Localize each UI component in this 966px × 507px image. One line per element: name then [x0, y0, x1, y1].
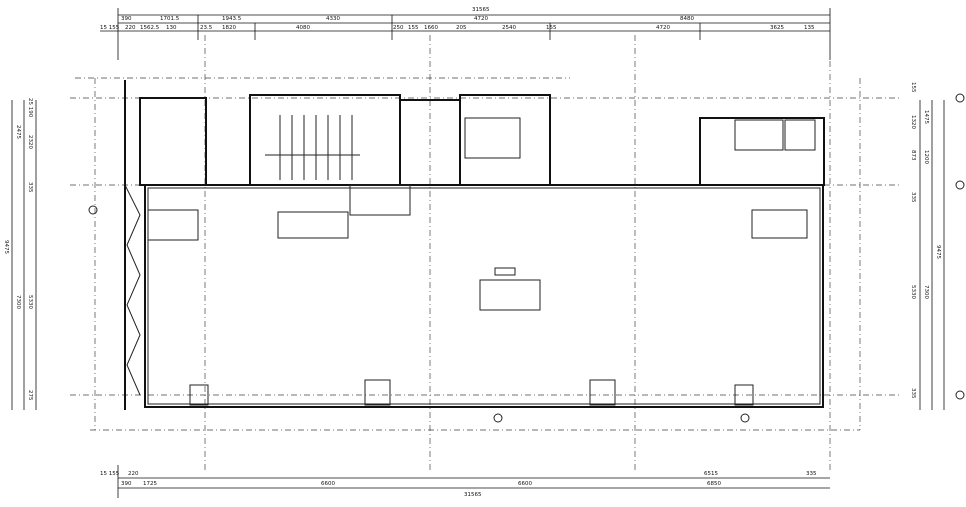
dim: 390 [121, 16, 132, 22]
dim: 4720 [474, 16, 488, 22]
dim: 23.5 [200, 25, 213, 31]
dim: 205 [456, 25, 467, 31]
grid-bubble [955, 93, 965, 103]
dim: 335 [910, 192, 916, 203]
dim: 2475 [15, 125, 21, 139]
dim: 390 [121, 481, 132, 487]
left-dimensions: 9475 2475 7300 25 190 2320 335 5330 275 [3, 98, 37, 410]
dim: 6515 [704, 471, 718, 477]
dim: 2540 [502, 25, 516, 31]
dim: 9475 [3, 240, 9, 254]
dim: 130 [166, 25, 177, 31]
dim-overall-bottom: 31565 [464, 492, 482, 498]
stair [265, 115, 360, 180]
dim: 1200 [923, 150, 929, 164]
dim: 335 [910, 388, 916, 399]
grid-bubble [955, 390, 965, 400]
walls [124, 80, 825, 410]
dim: 6600 [321, 481, 335, 487]
dim: 15 155 [100, 25, 120, 31]
dim-overall-top: 31565 [472, 7, 490, 13]
grid-bubble [493, 413, 503, 423]
dim: 1475 [923, 110, 929, 124]
bottom-dimensions: 15 155 220 6515 335 390 1725 6600 6600 6… [100, 465, 830, 498]
dim: 873 [910, 150, 916, 161]
dim: 1943.5 [222, 16, 242, 22]
schedule-tables [147, 209, 808, 311]
dim: 250 [393, 25, 404, 31]
dim: 8480 [680, 16, 694, 22]
dim: 9475 [935, 245, 941, 259]
dim: 4080 [296, 25, 310, 31]
dim: 335 [806, 471, 817, 477]
dim: 155 [546, 25, 557, 31]
dim: 4330 [326, 16, 340, 22]
grid-bubble [88, 205, 98, 215]
dim: 220 [125, 25, 136, 31]
dim: 7300 [15, 295, 21, 309]
dim: 6850 [707, 481, 721, 487]
dim: 135 [804, 25, 815, 31]
dim: 15 155 [100, 471, 120, 477]
dim: 1660 [424, 25, 438, 31]
grid-bubble [740, 413, 750, 423]
dim: 7300 [923, 285, 929, 299]
dim: 5330 [910, 285, 916, 299]
dim: 1820 [222, 25, 236, 31]
dim: 4720 [656, 25, 670, 31]
dim: 335 [27, 182, 33, 193]
dim: 5330 [27, 295, 33, 309]
dim: 1725 [143, 481, 157, 487]
dim: 1562.5 [140, 25, 160, 31]
dim: 275 [27, 390, 33, 401]
dim: 220 [128, 471, 139, 477]
dim: 25 190 [27, 98, 33, 118]
dim: 155 [910, 82, 916, 93]
dim: 2320 [27, 135, 33, 149]
dim: 3625 [770, 25, 784, 31]
right-dimensions: 155 1320 1475 873 1200 335 9475 7300 533… [88, 82, 965, 423]
dim: 1701.5 [160, 16, 180, 22]
grid-bubble [955, 180, 965, 190]
dim: 155 [408, 25, 419, 31]
dim: 1320 [910, 115, 916, 129]
dim: 6600 [518, 481, 532, 487]
top-dimensions: 31565 390 1701.5 1943.5 4330 4720 8480 1… [100, 7, 831, 60]
